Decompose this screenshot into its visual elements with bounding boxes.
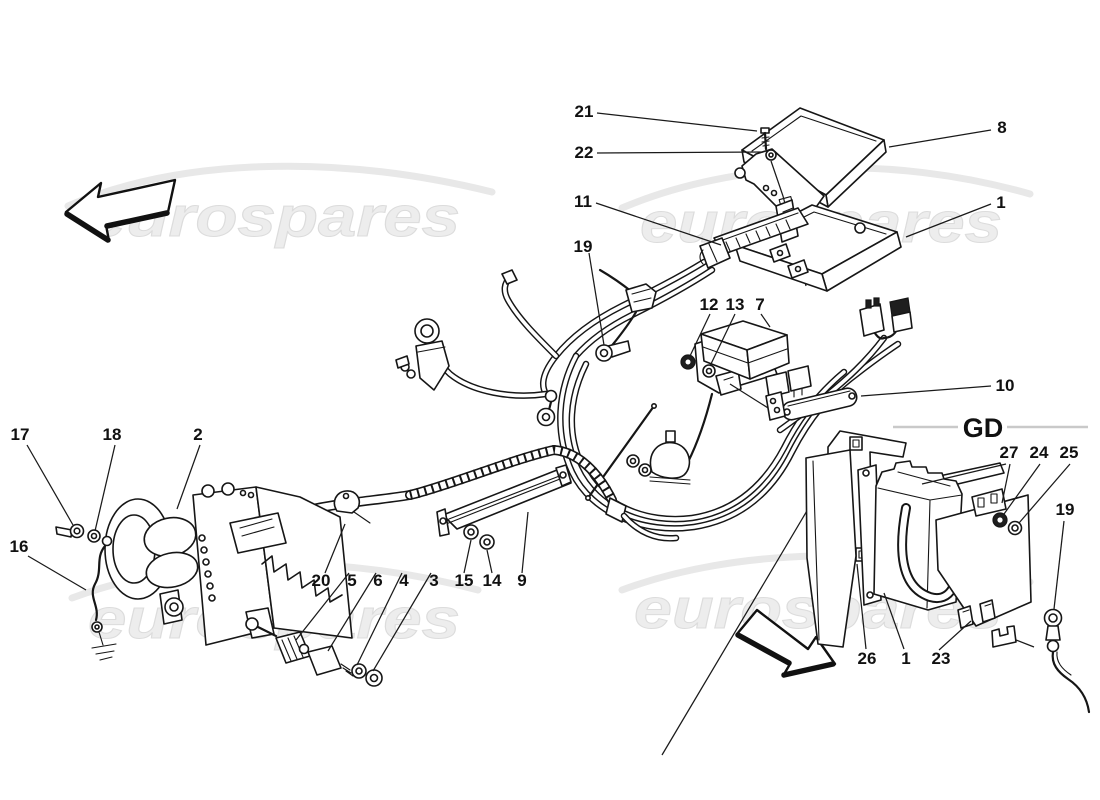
callout-8: 8 — [997, 118, 1006, 137]
callout-19-right: 19 — [1056, 500, 1075, 519]
nut-25 — [1007, 520, 1023, 536]
callout-4: 4 — [399, 571, 409, 590]
callout-18: 18 — [103, 425, 122, 444]
callout-23: 23 — [932, 649, 951, 668]
callout-13: 13 — [726, 295, 745, 314]
callout-25: 25 — [1060, 443, 1079, 462]
mounting-rail-drawing — [436, 464, 572, 550]
callout-19-left: 19 — [574, 237, 593, 256]
callout-12: 12 — [700, 295, 719, 314]
ground-cable — [91, 544, 107, 622]
washer-13 — [702, 364, 716, 378]
callout-3: 3 — [429, 571, 438, 590]
harness-components-drawing — [395, 283, 913, 485]
callout-14: 14 — [483, 571, 502, 590]
ground-symbol — [91, 631, 117, 661]
section-gd-label: GD — [963, 413, 1004, 443]
stud — [55, 526, 73, 538]
callout-21: 21 — [575, 102, 594, 121]
callout-26: 26 — [858, 649, 877, 668]
rear-direction-arrow-icon — [735, 608, 837, 678]
callout-22: 22 — [575, 143, 594, 162]
front-direction-arrow-icon — [64, 178, 177, 243]
clip-23 — [991, 625, 1017, 648]
callout-10: 10 — [996, 376, 1015, 395]
callout-numbers: 21 22 8 11 1 19 12 13 7 10 17 18 2 16 20… — [10, 102, 1079, 668]
callout-6: 6 — [373, 571, 382, 590]
callout-27: 27 — [1000, 443, 1019, 462]
callout-9: 9 — [517, 571, 526, 590]
callout-15: 15 — [455, 571, 474, 590]
abs-ecu-drawing — [699, 199, 902, 292]
callout-20: 20 — [312, 571, 331, 590]
nut-22 — [765, 149, 777, 161]
abs-hydraulic-unit-drawing — [55, 482, 383, 687]
callout-24: 24 — [1030, 443, 1049, 462]
callout-1-bottom: 1 — [901, 649, 910, 668]
callout-1-top: 1 — [996, 193, 1005, 212]
callout-2: 2 — [193, 425, 202, 444]
callout-leader-lines — [26, 112, 1071, 672]
callout-7: 7 — [755, 295, 764, 314]
ground-terminal-drawing — [1043, 608, 1091, 714]
callout-17: 17 — [11, 425, 30, 444]
damper-6 — [307, 645, 342, 676]
callout-11: 11 — [574, 192, 592, 211]
callout-5: 5 — [347, 571, 356, 590]
gd-ecu-assembly-drawing — [661, 430, 1091, 756]
section-gd: GD — [893, 413, 1088, 443]
relay-bracket-drawing — [680, 320, 858, 421]
callout-16: 16 — [10, 537, 29, 556]
ecu-cover-drawing — [734, 107, 887, 287]
